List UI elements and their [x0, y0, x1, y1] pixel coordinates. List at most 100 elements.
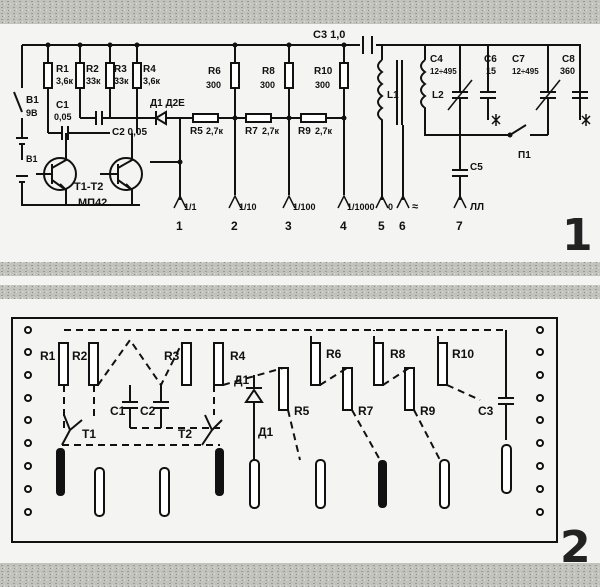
transistor-t1 [36, 133, 77, 205]
r6-value: 300 [206, 80, 221, 90]
capacitor-c8: C8 360 [560, 54, 591, 126]
board-traces [62, 330, 481, 461]
out-6-ratio: ≈ [412, 201, 418, 213]
r5-resistor [192, 113, 219, 123]
board-r1: R1 [40, 349, 56, 363]
c6-name: C6 [484, 54, 497, 65]
c7-name: C7 [512, 54, 525, 65]
board-r7: R7 [358, 404, 374, 418]
figure-1-number: 1 [562, 210, 593, 261]
board-t2: T2 [178, 427, 192, 441]
battery-b1: B1 9B B1 [13, 44, 48, 206]
r8-value: 300 [260, 80, 275, 90]
r6-name: R6 [208, 66, 221, 77]
out-3-ratio: 1/100 [293, 202, 316, 212]
mounting-holes [24, 326, 544, 516]
capacitor-c6: C6 15 [480, 45, 501, 126]
middle-band [0, 262, 600, 276]
r3-name: R3 [114, 64, 127, 75]
figure-2-board: R1 R2 R3 R4 Д1 R6 R8 R10 C1 C2 R5 R7 R9 … [11, 317, 591, 573]
board-t2-leads [201, 414, 223, 446]
r4-value: 3,6к [143, 76, 161, 86]
transistor-t2 [100, 133, 143, 205]
board-r5: R5 [294, 404, 310, 418]
board-labels: R1 R2 R3 R4 Д1 R6 R8 R10 C1 C2 R5 R7 R9 … [40, 347, 494, 441]
out-6-num: 6 [399, 219, 406, 233]
r5-value: 2,7к [206, 126, 224, 136]
out-2-ratio: 1/10 [239, 202, 257, 212]
transistor-label: T1-T2 [74, 181, 103, 193]
l1-label: L1 [387, 90, 399, 101]
out-7-num: 7 [456, 219, 463, 233]
c8-name: C8 [562, 54, 575, 65]
series-resistor-chain: R5 2,7к R7 2,7к R9 2,7к [180, 113, 347, 137]
figure-1-schematic: C3 1,0 [13, 29, 593, 261]
out-1-ratio: 1/1 [184, 202, 197, 212]
r3-resistor [105, 42, 115, 118]
diode-label: Д1 Д2Е [150, 98, 185, 109]
board-resistors [58, 342, 448, 411]
r7-name: R7 [245, 126, 258, 137]
out-7-ratio: ЛЛ [470, 202, 484, 213]
out-5-ratio: 0 [388, 202, 393, 212]
c2-label: C2 0,05 [112, 127, 147, 138]
out-2-num: 2 [231, 219, 238, 233]
capacitor-c2: C2 0,05 [80, 111, 147, 138]
output-terminals: 1/1 1/10 1/100 1/1000 0 ≈ ЛЛ 1 2 3 4 5 6… [173, 125, 484, 233]
second-band [0, 285, 600, 299]
r2-name: R2 [86, 64, 99, 75]
r7-value: 2,7к [262, 126, 280, 136]
top-band [0, 0, 600, 24]
r8-resistor [284, 42, 294, 195]
board-diode [244, 375, 264, 460]
c4-name: C4 [430, 54, 443, 65]
c4-value: 12÷495 [430, 67, 457, 76]
r2-resistor [75, 42, 85, 118]
b1-label-2: B1 [26, 154, 38, 164]
c7-value: 12÷495 [512, 67, 539, 76]
b1-voltage: 9B [26, 108, 38, 118]
bottom-band [0, 563, 600, 587]
r7-resistor [245, 113, 272, 123]
board-c1: C1 [110, 404, 126, 418]
coil-l1-l2: L1 L2 [377, 45, 460, 200]
capacitor-c4: C4 12÷495 [430, 45, 473, 135]
r8-name: R8 [262, 66, 275, 77]
r3-value: 33к [114, 76, 129, 86]
r9-value: 2,7к [315, 126, 333, 136]
out-5-num: 5 [378, 219, 385, 233]
switch-p1: П1 [460, 124, 548, 161]
board-r8: R8 [390, 347, 406, 361]
resistor-labels: R1 3,6к R2 33к R3 33к R4 3,6к R6 300 R8 … [56, 64, 333, 90]
r1-resistor [43, 42, 53, 133]
r10-value: 300 [315, 80, 330, 90]
board-r6: R6 [326, 347, 342, 361]
board-d1-top: Д1 [234, 373, 250, 387]
board-r9: R9 [420, 404, 436, 418]
out-3-num: 3 [285, 219, 292, 233]
c3-label: C3 1,0 [313, 29, 345, 41]
c5-label: C5 [470, 162, 483, 173]
capacitor-c5: C5 [452, 135, 483, 200]
board-posts [56, 444, 512, 517]
c1-label: C1 [56, 100, 69, 111]
r9-resistor [300, 113, 327, 123]
capacitor-c1: C1 0,05 [48, 100, 110, 140]
board-t1: T1 [82, 427, 96, 441]
l2-label: L2 [432, 90, 444, 101]
board-r2: R2 [72, 349, 88, 363]
c8-value: 360 [560, 66, 575, 76]
board-r3: R3 [164, 349, 180, 363]
out-4-num: 4 [340, 219, 347, 233]
r2-value: 33к [86, 76, 101, 86]
c6-value: 15 [486, 66, 496, 76]
board-r4: R4 [230, 349, 246, 363]
r4-name: R4 [143, 64, 156, 75]
r1-value: 3,6к [56, 76, 74, 86]
capacitor-c7: C7 12÷495 [512, 45, 561, 135]
board-c3: C3 [478, 404, 494, 418]
board-d1-bottom: Д1 [258, 425, 274, 439]
r10-resistor [339, 42, 349, 195]
board-c2: C2 [140, 404, 156, 418]
